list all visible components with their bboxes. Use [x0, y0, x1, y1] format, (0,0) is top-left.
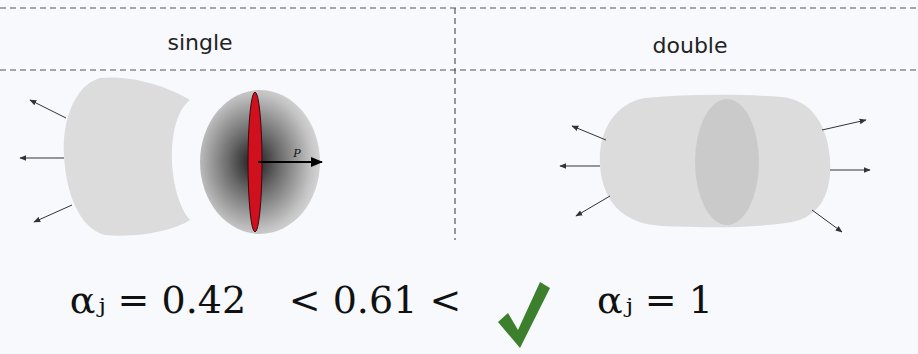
column-header: double — [653, 33, 728, 58]
emission-arrows — [560, 120, 870, 232]
column-header: single — [167, 30, 232, 55]
dashed-grid — [0, 8, 918, 240]
alpha-value: αⱼ = 0.42 — [70, 278, 246, 322]
momentum-label: P — [293, 147, 300, 160]
momentum-arrow — [258, 161, 322, 163]
merged-blob — [600, 95, 830, 227]
alpha-value: αⱼ = 1 — [597, 278, 713, 322]
emission-arrows — [20, 100, 72, 222]
check-mark — [498, 282, 550, 348]
threshold-label: < 0.61 < — [289, 278, 461, 322]
fragment-blob — [64, 77, 190, 235]
overlap-region — [695, 99, 759, 225]
